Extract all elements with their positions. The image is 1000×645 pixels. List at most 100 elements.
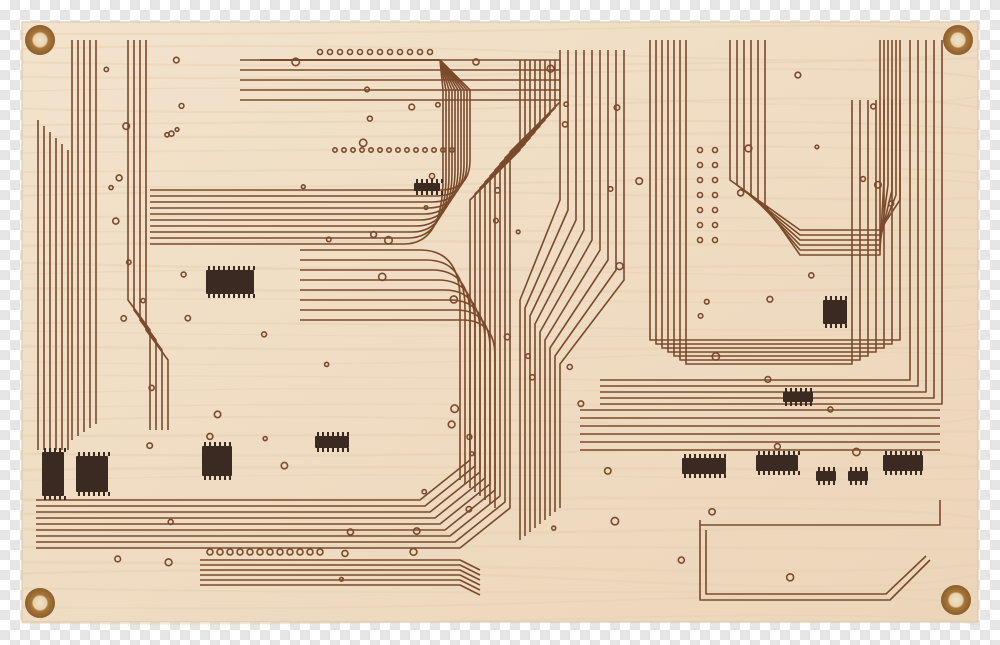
solder-pad	[184, 314, 192, 322]
chip-pin	[689, 454, 691, 458]
chip-pin	[825, 324, 827, 328]
wood-grain-line	[21, 387, 979, 396]
chip-pin	[337, 448, 339, 452]
wood-grain-line	[21, 544, 979, 551]
solder-pad	[785, 572, 795, 582]
wood-grain-line	[21, 166, 979, 175]
solder-pad	[794, 71, 802, 79]
chip-pin	[223, 294, 225, 298]
chip-pin	[830, 296, 832, 300]
chip-pin	[768, 451, 770, 455]
chip-pin	[347, 432, 349, 436]
solder-pad	[266, 548, 274, 556]
solder-pad	[146, 442, 154, 450]
solder-pad	[114, 555, 122, 563]
solder-pad	[449, 295, 459, 304]
chip	[783, 392, 813, 402]
solder-pad	[226, 548, 234, 556]
wood-grain	[21, 24, 979, 626]
chip-pin	[416, 179, 418, 183]
chip	[883, 455, 923, 471]
chip-pin	[327, 448, 329, 452]
chip-pin	[795, 388, 797, 392]
chip-pin	[845, 324, 847, 328]
chip-pin	[322, 448, 324, 452]
solder-pad	[566, 363, 574, 371]
chip-pin	[327, 432, 329, 436]
solder-pad	[696, 191, 704, 199]
chip-pin	[213, 266, 215, 270]
chip-pin	[773, 451, 775, 455]
chip-pin	[783, 471, 785, 475]
trace	[750, 40, 889, 246]
solder-pad	[376, 147, 383, 154]
solder-pad	[172, 56, 180, 64]
chip-pin	[855, 481, 857, 485]
chip	[682, 458, 726, 474]
chip-pin	[699, 454, 701, 458]
solder-pad	[563, 101, 570, 108]
solder-pad	[296, 548, 304, 556]
chip-pin	[83, 452, 85, 456]
chip-pin	[54, 496, 56, 500]
wood-grain-line	[21, 119, 979, 132]
solder-pads	[103, 48, 895, 582]
chip-pin	[783, 451, 785, 455]
trace	[600, 40, 919, 387]
chip-pin	[825, 296, 827, 300]
trace	[559, 50, 625, 508]
solder-pad	[744, 144, 753, 153]
chip	[816, 471, 836, 481]
solder-pad	[615, 261, 624, 271]
solder-pad	[164, 558, 173, 567]
chip	[756, 455, 798, 471]
chip	[315, 436, 349, 448]
solder-pad	[696, 221, 704, 229]
solder-pad	[703, 298, 710, 305]
solder-pad	[412, 147, 419, 154]
solder-pad	[236, 548, 244, 556]
solder-pad	[331, 147, 338, 154]
trace	[127, 40, 151, 430]
solder-pad	[766, 295, 774, 303]
solder-pad	[276, 548, 284, 556]
chip-pin	[431, 191, 433, 195]
chip-pin	[441, 191, 443, 195]
chip-pin	[805, 402, 807, 406]
chip-pin	[835, 324, 837, 328]
solder-pad	[291, 57, 301, 67]
solder-pad	[466, 433, 473, 441]
solder-pad	[873, 180, 882, 189]
trace	[150, 59, 462, 209]
solder-pad	[696, 206, 704, 214]
solder-pad	[736, 189, 745, 197]
chip-pin	[441, 179, 443, 183]
solder-pad	[711, 146, 719, 154]
chip-pin	[431, 179, 433, 183]
solder-pad	[773, 442, 782, 451]
solder-pad	[120, 314, 128, 322]
chip-pin	[833, 481, 835, 485]
solder-pad	[326, 48, 334, 56]
chip-pin	[719, 474, 721, 478]
solder-pad	[409, 547, 418, 557]
chip-pin	[860, 481, 862, 485]
chip-components	[42, 179, 923, 500]
chip-pin	[64, 448, 66, 452]
chip-pin	[785, 388, 787, 392]
solder-pad	[434, 101, 441, 108]
chip-pin	[810, 388, 812, 392]
chip	[206, 270, 254, 294]
solder-pad	[366, 115, 374, 122]
trace	[699, 520, 931, 601]
trace	[300, 269, 471, 488]
trace	[600, 40, 927, 393]
solder-pad	[206, 548, 214, 556]
chip-pin	[910, 451, 912, 455]
solder-pad	[764, 375, 772, 384]
chip-pin	[253, 266, 255, 270]
chip-pin	[758, 471, 760, 475]
chip-pin	[773, 471, 775, 475]
trace	[554, 50, 617, 512]
